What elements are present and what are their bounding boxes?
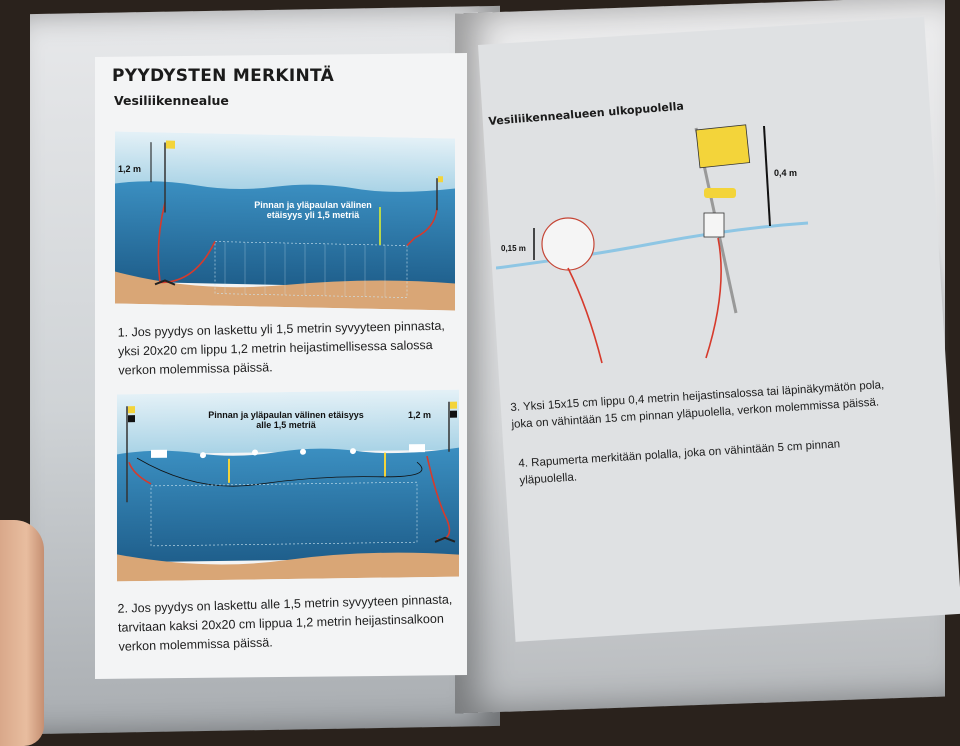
flag-height-arrow — [763, 125, 771, 227]
depth-annotation-1: Pinnan ja yläpaulan välinen etäisyys yli… — [254, 200, 372, 220]
marker-rope — [705, 237, 722, 359]
seabed — [117, 552, 459, 582]
water-line — [496, 221, 809, 270]
flag-height-label: 0,4 m — [774, 168, 798, 178]
flag-left-bottom — [128, 415, 135, 423]
flag-left-top — [128, 406, 135, 414]
height-label-2: 1,2 m — [408, 410, 432, 420]
height-label-1: 1,2 m — [118, 164, 142, 174]
float-rope — [567, 267, 603, 364]
illustration-deep-net — [115, 131, 455, 311]
float-height-label: 0,15 m — [501, 244, 526, 253]
buoy-left — [151, 449, 167, 458]
flag-right — [438, 176, 443, 183]
marker-reflector — [704, 188, 736, 198]
anchor-left — [154, 279, 176, 286]
marker-float — [703, 212, 725, 238]
flag-right-bottom — [450, 410, 457, 418]
paragraph-1: 1. Jos pyydys on laskettu yli 1,5 metrin… — [117, 318, 445, 378]
net — [150, 481, 418, 547]
buoy-right — [409, 444, 425, 453]
page-title: PYYDYSTEN MERKINTÄ — [112, 66, 335, 86]
sky — [115, 131, 455, 194]
buoy-float — [541, 217, 595, 271]
rope-right — [406, 208, 438, 247]
section-subheading: Vesiliikennealue — [114, 93, 229, 108]
floats — [200, 448, 356, 459]
net-top-rope — [136, 457, 423, 487]
illustration-shallow-net — [117, 389, 459, 582]
depth-annotation-2: Pinnan ja yläpaulan välinen etäisyys all… — [208, 410, 364, 430]
sky — [117, 389, 459, 455]
flag-right-top — [450, 401, 457, 409]
water — [117, 447, 459, 563]
hand-holding-book — [0, 520, 44, 746]
marker-flag — [695, 124, 751, 169]
net — [214, 241, 408, 298]
water — [115, 181, 455, 289]
paragraph-2: 2. Jos pyydys on laskettu alle 1,5 metri… — [117, 592, 453, 654]
anchor-right — [434, 536, 456, 543]
rope-left — [128, 461, 152, 485]
illustration-outside-traffic — [496, 124, 809, 364]
flag-left — [166, 140, 175, 149]
